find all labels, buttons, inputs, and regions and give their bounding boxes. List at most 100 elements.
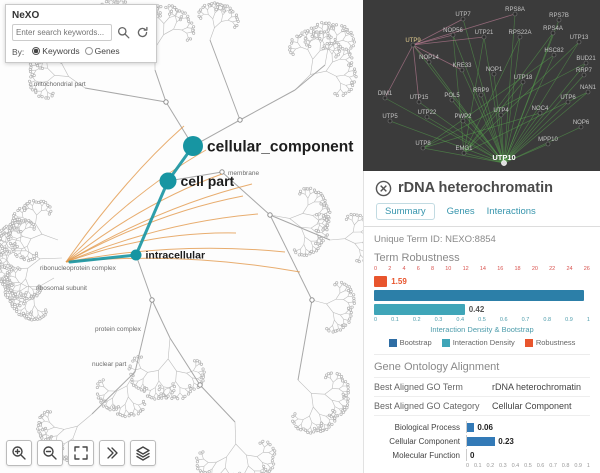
axis-tick: 0.3 (499, 463, 507, 469)
network-node-label-utp7[interactable]: UTP7 (455, 12, 471, 18)
network-node-label-nan1[interactable]: NAN1 (580, 85, 597, 91)
axis-tick: 26 (583, 266, 590, 272)
network-node-label-noc4[interactable]: NOC4 (532, 106, 549, 112)
network-node-label-utp9[interactable]: UTP9 (405, 38, 421, 44)
network-node-label-bud21[interactable]: BUD21 (576, 56, 596, 62)
network-node-utp15[interactable] (416, 99, 422, 105)
network-node-label-mpp10[interactable]: MPP10 (538, 137, 558, 143)
network-node-utp9[interactable] (410, 42, 416, 48)
network-node-nan1[interactable] (585, 89, 591, 95)
network-node-label-utp10[interactable]: UTP10 (492, 153, 515, 162)
network-node-hsc82[interactable] (551, 52, 557, 58)
reset-search-button[interactable] (134, 25, 150, 41)
network-node-utp4[interactable] (498, 112, 504, 118)
network-node-label-rrp9[interactable]: RRP9 (473, 88, 490, 94)
network-node-rps22a[interactable] (517, 34, 523, 40)
network-node-label-utp13[interactable]: UTP13 (570, 35, 589, 41)
network-node-pol5[interactable] (449, 97, 455, 103)
tree-node-cellular-component[interactable] (183, 136, 203, 156)
network-node-utp21[interactable] (481, 34, 487, 40)
network-node-nop14[interactable] (426, 59, 432, 65)
network-node-label-nop14[interactable]: NOP14 (419, 55, 439, 61)
network-node-label-utp8[interactable]: UTP8 (415, 141, 431, 147)
network-node-utp5[interactable] (387, 118, 393, 124)
network-node-utp7[interactable] (460, 16, 466, 22)
network-node-label-utp5[interactable]: UTP5 (382, 114, 398, 120)
network-node-rps8a[interactable] (512, 11, 518, 17)
network-node-label-pol5[interactable]: POL5 (444, 93, 460, 99)
go-alignment-heading: Gene Ontology Alignment (374, 354, 590, 373)
network-node-utp6[interactable] (565, 99, 571, 105)
layers-button[interactable] (130, 440, 156, 466)
network-node-label-utp15[interactable]: UTP15 (410, 95, 429, 101)
tree-node-label-intracellular: intracellular (146, 250, 206, 262)
network-node-label-rps7b[interactable]: RPS7B (549, 13, 569, 19)
radio-icon (84, 47, 93, 55)
zoom-in-button[interactable] (6, 440, 32, 466)
network-node-nop1[interactable] (491, 71, 497, 77)
network-node-label-utp18[interactable]: UTP18 (514, 75, 533, 81)
network-node-label-utp21[interactable]: UTP21 (475, 30, 494, 36)
network-node-utp18[interactable] (520, 79, 526, 85)
network-node-label-dim1[interactable]: DIM1 (378, 91, 393, 97)
zoom-in-icon (12, 446, 26, 460)
tree-term-label: nuclear part (92, 361, 127, 368)
network-node-kre33[interactable] (459, 67, 465, 73)
app-title: NeXO (12, 10, 40, 21)
network-node-rrp7[interactable] (581, 72, 587, 78)
network-node-label-hsc82[interactable]: HSC82 (544, 48, 564, 54)
tree-node-intracellular[interactable] (130, 249, 142, 261)
radio-keywords[interactable]: Keywords (32, 46, 80, 56)
network-node-utp10[interactable] (501, 160, 507, 166)
subnetwork-canvas[interactable]: UTP7 RPS8A RPS7B UTP9 NOP56 UTP21 RPS22A RPS4A U… (363, 0, 600, 171)
network-node-label-nop1[interactable]: NOP1 (486, 67, 503, 73)
network-node-utp22[interactable] (424, 114, 430, 120)
network-node-label-utp6[interactable]: UTP6 (560, 95, 576, 101)
network-node-noc4[interactable] (537, 110, 543, 116)
network-node-label-rrp7[interactable]: RRP7 (576, 68, 593, 74)
expand-collapse-button[interactable] (99, 440, 125, 466)
close-detail-button[interactable] (374, 179, 392, 197)
network-node-mpp10[interactable] (545, 141, 551, 147)
network-node-label-pwp2[interactable]: PWP2 (454, 114, 472, 120)
network-node-utp13[interactable] (576, 39, 582, 45)
network-node-nop6[interactable] (578, 124, 584, 130)
tab-genes[interactable]: Genes (446, 206, 475, 217)
network-node-pwp2[interactable] (460, 118, 466, 124)
network-node-bud21[interactable] (583, 60, 589, 66)
tree-node-label-cell-part: cell part (181, 173, 235, 189)
tab-interactions[interactable]: Interactions (486, 206, 536, 217)
network-node-label-kre33[interactable]: KRE33 (452, 63, 472, 69)
tree-node-cell-part[interactable] (159, 172, 177, 190)
network-node-label-nop6[interactable]: NOP6 (573, 120, 590, 126)
go-row-value: rDNA heterochromatin (492, 382, 582, 392)
fit-to-screen-button[interactable] (68, 440, 94, 466)
network-node-rps4a[interactable] (550, 30, 556, 36)
zoom-out-button[interactable] (37, 440, 63, 466)
radio-genes[interactable]: Genes (84, 46, 120, 56)
network-node-emg1[interactable] (461, 150, 467, 156)
network-node-utp8[interactable] (420, 145, 426, 151)
network-node-label-utp4[interactable]: UTP4 (493, 108, 509, 114)
network-node-rps7b[interactable] (556, 17, 562, 23)
network-node-rrp9[interactable] (478, 92, 484, 98)
gene-subnetwork-panel[interactable]: UTP7 RPS8A RPS7B UTP9 NOP56 UTP21 RPS22A RPS4A U… (363, 0, 600, 171)
network-node-label-rps8a[interactable]: RPS8A (505, 7, 525, 13)
tab-summary[interactable]: Summary (376, 203, 435, 220)
search-button[interactable] (115, 25, 131, 41)
network-node-label-rps22a[interactable]: RPS22A (508, 30, 531, 36)
network-node-label-nop56[interactable]: NOP56 (443, 28, 463, 34)
axis-tick: 0 (466, 463, 470, 469)
network-node-label-utp22[interactable]: UTP22 (418, 110, 437, 116)
search-input[interactable] (12, 24, 112, 41)
search-icon (117, 26, 129, 39)
network-node-label-emg1[interactable]: EMG1 (455, 146, 473, 152)
network-node-label-rps4a[interactable]: RPS4A (543, 26, 563, 32)
network-node-dim1[interactable] (382, 95, 388, 101)
network-node-nop56[interactable] (450, 32, 456, 38)
